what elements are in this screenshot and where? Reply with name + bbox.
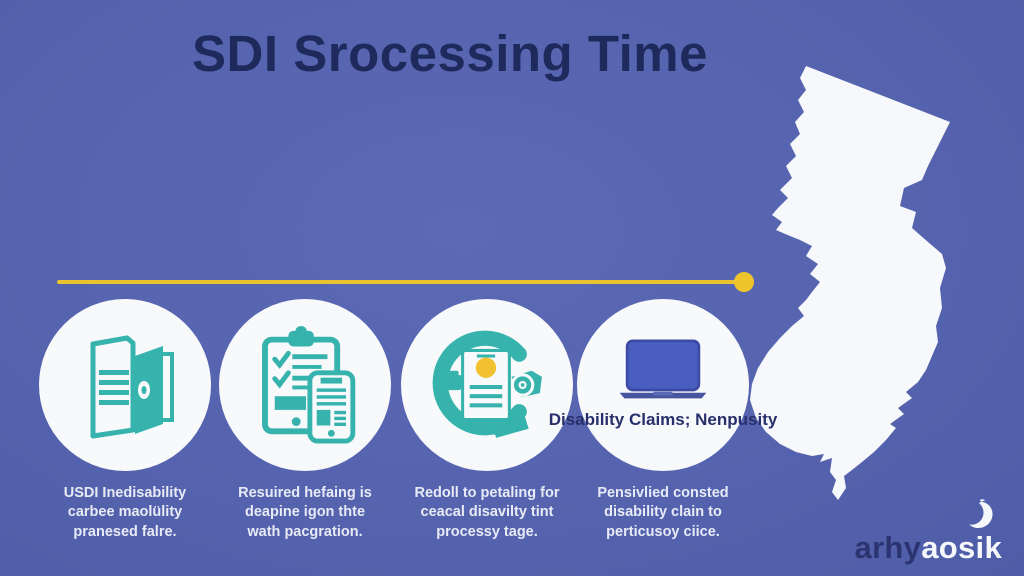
caption-line: Pensivlied consted — [597, 485, 729, 501]
step-circle-4: Disability Claims; Nenpusity — [549, 299, 777, 471]
open-document-icon — [90, 335, 174, 439]
caption-line: wath pacgration. — [247, 523, 363, 540]
circle-label: Disability Claims; Nenpusity — [549, 409, 778, 430]
caption-line: deapine igon thte — [244, 504, 366, 521]
caption-line: Resuired hefaing is — [238, 485, 372, 501]
caption-line: carbee maolülity — [67, 504, 183, 521]
caption-line: perticusoy ciice. — [606, 523, 720, 540]
crescent-icon — [969, 499, 993, 529]
step-caption-3: Redoll to petaling for ceacal disavilty … — [387, 484, 587, 542]
caption-line: processy tage. — [436, 523, 538, 540]
caption-line: ceacal disavilty tint — [420, 504, 554, 521]
circle-label-line: Disability Claims; — [548, 410, 691, 430]
step-circle-3 — [401, 299, 573, 471]
caption-line: disability clain to — [604, 504, 722, 521]
step-circle-2 — [219, 299, 391, 471]
document-seal-review-icon — [432, 330, 542, 438]
caption-line: Redoll to petaling for — [414, 485, 560, 501]
caption-line: USDI Inedisability — [63, 485, 187, 501]
timeline-line — [57, 280, 735, 284]
step-caption-1: USDI Inedisability carbee maolülity pran… — [25, 484, 225, 542]
new-jersey-map-silhouette — [750, 66, 950, 500]
brand-logo-dark-part: arhy — [854, 530, 922, 565]
step-caption-4: Pensivlied consted disability clain to p… — [563, 484, 763, 542]
clipboard-checklist-phone-icon — [262, 325, 356, 444]
timeline-end-dot — [734, 272, 754, 292]
brand-logo: arhyaosik — [855, 530, 1002, 566]
circle-label-line: Nenpusity — [695, 410, 778, 430]
page-title: SDI Srocessing Time — [192, 25, 708, 82]
laptop-icon — [619, 339, 707, 399]
caption-line: pranesed falre. — [73, 523, 177, 540]
step-circle-1 — [39, 299, 211, 471]
step-caption-2: Resuired hefaing is deapine igon thte wa… — [205, 484, 405, 542]
brand-logo-light-part: aosik — [921, 530, 1002, 565]
